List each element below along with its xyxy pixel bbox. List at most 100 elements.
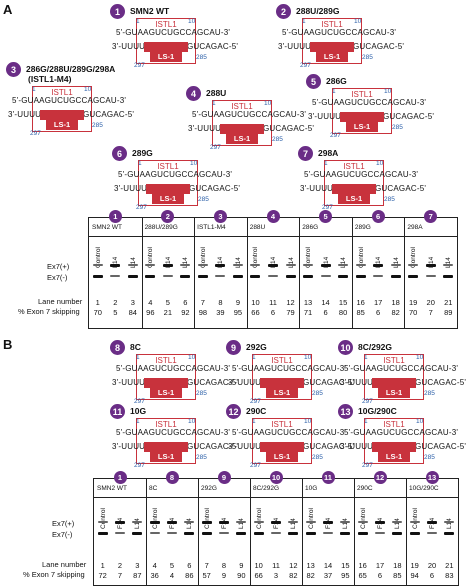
istl1-box: ISTL1 (364, 418, 424, 464)
band-exon7-skipped (97, 532, 108, 535)
group-number-badge: 1 (113, 471, 127, 484)
ls1-label: LS-1 (266, 452, 298, 462)
band-exon7-included (219, 521, 229, 524)
position-1: 1 (136, 418, 140, 425)
ex7-minus-label-b: Ex7(-) (52, 530, 73, 539)
position-10: 10 (354, 18, 362, 25)
band-exon7-included (97, 521, 108, 523)
construct-number-badge: 10 (338, 340, 353, 355)
ls1-highlight (144, 378, 188, 388)
skip-percent: 70 (409, 308, 418, 317)
position-1: 1 (136, 354, 140, 361)
istl1-label: ISTL1 (351, 90, 373, 99)
top-strand-sequence: 5'-GUAAGUCUGCCAGCAU-3' (116, 28, 231, 37)
band-exon7-included (320, 264, 331, 267)
istl1-label: ISTL1 (51, 88, 73, 97)
position-10: 10 (188, 18, 196, 25)
lane-number: 11 (269, 298, 277, 307)
istl1-label: ISTL1 (383, 356, 405, 365)
group-separator (146, 479, 147, 585)
skip-percent: 6 (323, 308, 328, 317)
band-exon7-skipped (303, 275, 314, 278)
band-exon7-included (232, 264, 243, 266)
lane-number: 15 (341, 561, 350, 570)
istl1-box: ISTL1 (136, 418, 196, 464)
position-1: 1 (324, 160, 328, 167)
band-exon7-included (167, 521, 177, 524)
construct-title: 290C (246, 406, 267, 416)
istl1-box: ISTL1 (332, 88, 392, 134)
band-exon7-included (110, 264, 121, 267)
band-exon7-skipped (127, 275, 138, 278)
lane-number: 8 (218, 298, 223, 307)
construct-title: 286G/288U/289G/298A (26, 64, 116, 74)
ls1-label: LS-1 (150, 388, 182, 398)
istl1-box: ISTL1 (324, 160, 384, 206)
lane-number: 12 (286, 298, 295, 307)
ls1-label: LS-1 (316, 52, 348, 62)
band-exon7-skipped (444, 532, 455, 535)
lane-treatment-label: L14 (445, 257, 453, 268)
construct-number-badge: 6 (112, 146, 127, 161)
lane-treatment-label: L14 (446, 518, 454, 529)
group-name: 10G (305, 485, 318, 492)
band-exon7-included (184, 521, 195, 523)
lane-number-label-b: Lane number (42, 560, 87, 569)
ls1-label: LS-1 (266, 388, 298, 398)
band-exon7-included (149, 521, 160, 524)
position-10: 10 (416, 354, 424, 361)
ls1-highlight (332, 184, 376, 194)
band-exon7-skipped (92, 275, 103, 278)
position-10: 10 (304, 354, 312, 361)
construct-diagram: 5286GISTL11105'-GUAAGUCUGCCAGCAU-3'3'-UU… (306, 74, 436, 146)
panel-a-label: A (3, 2, 13, 17)
skip-percent: 6 (429, 571, 435, 580)
lane-treatment-label: L14 (238, 518, 246, 529)
skip-percent: 6 (376, 308, 381, 317)
position-297: 297 (210, 144, 221, 151)
band-exon7-included (197, 264, 208, 266)
top-strand-sequence: 5'-GUAAGUCUGCCAGCAU-3' (344, 428, 459, 437)
lane-treatment-label: Control (203, 508, 211, 529)
position-10: 10 (264, 100, 272, 107)
gel-header (94, 479, 458, 498)
group-name: SMN2 WT (97, 485, 127, 492)
ex7-minus-label-a: Ex7(-) (47, 273, 68, 282)
skip-percent: 65 (358, 571, 367, 580)
position-297: 297 (134, 62, 145, 69)
ls1-highlight (260, 442, 304, 452)
band-exon7-skipped (320, 275, 331, 277)
construct-number-badge: 2 (276, 4, 291, 19)
panel-b-label: B (3, 337, 13, 352)
skip-percent: 70 (93, 308, 102, 317)
istl1-box: ISTL1 (364, 354, 424, 400)
position-10: 10 (304, 418, 312, 425)
band-exon7-skipped (197, 275, 208, 278)
band-exon7-skipped (149, 532, 160, 534)
ls1-highlight (220, 124, 264, 134)
istl1-label: ISTL1 (321, 20, 343, 29)
lane-number: 14 (323, 561, 333, 570)
ls1-highlight (144, 42, 188, 52)
skip-percent: 79 (286, 308, 295, 317)
band-exon7-included (268, 264, 278, 267)
lane-number: 8 (221, 561, 227, 570)
skip-percent: 5 (113, 308, 118, 317)
skip-percent: 85 (356, 308, 365, 317)
group-number-badge: 1 (108, 210, 122, 223)
skip-percent: 85 (393, 571, 402, 580)
position-10: 10 (84, 86, 92, 93)
band-exon7-included (180, 264, 191, 266)
band-exon7-skipped (305, 532, 316, 535)
istl1-label: ISTL1 (271, 356, 293, 365)
construct-title: 8C/292G (358, 342, 393, 352)
skip-percent: 66 (254, 571, 263, 580)
construct-title: 288U/289G (296, 6, 340, 16)
ls1-label: LS-1 (150, 452, 182, 462)
skip-percent: 6 (377, 571, 383, 580)
top-strand-sequence: 5'-GUAAGUCUGCCAGCAU-3' (12, 96, 127, 105)
top-strand-sequence: 5'-GUAAGUCUGCCAGCAU-3' (312, 98, 427, 107)
band-exon7-included (443, 264, 454, 266)
band-exon7-skipped (427, 532, 437, 534)
